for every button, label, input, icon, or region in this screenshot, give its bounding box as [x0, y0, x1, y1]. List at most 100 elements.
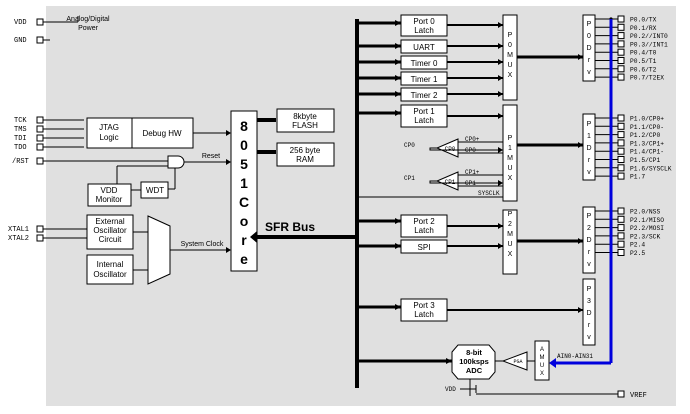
- pga-label: PGA: [513, 359, 522, 365]
- pin-vdd: VDD: [14, 19, 27, 27]
- pin-pad: [617, 15, 625, 23]
- core-8051-block: [230, 110, 258, 272]
- comparators: CP0 CP1 CP0+ CP0- CP1+ CP1- CP0 CP1 SYSC…: [357, 136, 503, 198]
- vdd-monitor-label-2: Monitor: [96, 195, 123, 204]
- pin-pad: [617, 65, 625, 73]
- adc-label-2: 100ksps: [459, 357, 489, 366]
- debug-hw-label: Debug HW: [142, 129, 182, 138]
- int-osc-label-2: Oscillator: [93, 270, 127, 279]
- cp1-comparator: [435, 171, 459, 191]
- port0-label-2: Latch: [414, 26, 434, 35]
- timer1-label: Timer 1: [411, 75, 438, 84]
- pin-pad: [617, 40, 625, 48]
- ram-label-2: RAM: [296, 155, 314, 164]
- pin-pad: [617, 249, 625, 256]
- pin-pad: [617, 73, 625, 81]
- vertical-label-char: P: [587, 21, 592, 28]
- vertical-label-char: X: [508, 251, 513, 258]
- vertical-label-char: 0: [587, 33, 591, 40]
- vertical-label-char: 3: [587, 298, 591, 305]
- pin-pad: [617, 139, 625, 147]
- vref-label: VREF: [630, 392, 647, 400]
- port2-label-2: Latch: [414, 226, 434, 235]
- vertical-label-char: X: [508, 175, 513, 182]
- pin-pad: [617, 114, 625, 122]
- vertical-label-char: M: [540, 355, 545, 361]
- pin-pad: [617, 224, 625, 232]
- ext-osc-label-1: External: [95, 217, 125, 226]
- vertical-label-char: 0: [508, 42, 512, 49]
- jtag-label-1: JTAG: [99, 123, 119, 132]
- ext-osc-label-2: Oscillator: [93, 226, 127, 235]
- pin-pad: [617, 57, 625, 64]
- sysclk-signal-label: SYSCLK: [478, 190, 500, 197]
- pin-pad: [617, 122, 625, 130]
- flash-block: [276, 108, 335, 133]
- port2-label-1: Port 2: [413, 217, 435, 226]
- pin-tck: TCK: [14, 117, 27, 125]
- chip-background: [46, 6, 676, 406]
- pin-xtal1: XTAL1: [8, 226, 29, 234]
- uart-label: UART: [413, 43, 435, 52]
- p1-mux-block: [502, 104, 518, 202]
- left-pins: VDD GND TCK TMS TDI TDO /RST XTAL1 XTAL2: [8, 16, 168, 243]
- vertical-label-char: U: [540, 363, 544, 369]
- port-pin-label: P2.4: [630, 242, 645, 249]
- ain-label: AIN0-AIN31: [557, 353, 593, 360]
- pin-pad: [617, 164, 625, 172]
- vertical-label-char: D: [586, 45, 591, 52]
- pin-tdo: TDO: [14, 144, 27, 152]
- cp0-comparator: [435, 138, 459, 158]
- port-pin-label: P0.2//INT0: [630, 33, 668, 40]
- core-letter: 8: [240, 118, 248, 134]
- jtag-label-2: Logic: [99, 133, 118, 142]
- vertical-label-char: 1: [587, 133, 591, 140]
- reset-label: Reset: [202, 153, 220, 160]
- ext-osc-label-3: Circuit: [99, 235, 122, 244]
- port3-label-2: Latch: [414, 310, 434, 319]
- pin-pad: [617, 215, 625, 223]
- vertical-label-char: M: [507, 155, 513, 162]
- vertical-label-char: D: [586, 310, 591, 317]
- vertical-label-char: P: [587, 286, 592, 293]
- ram-block: [276, 142, 335, 167]
- vertical-label-char: r: [588, 322, 591, 329]
- port-pin-label: P1.3/CP1+: [630, 140, 664, 147]
- pad-gnd: [36, 36, 44, 44]
- port-pin-label: P1.1/CP0-: [630, 124, 664, 131]
- power-label-line2: Power: [78, 25, 99, 32]
- pin-pad: [617, 48, 625, 56]
- port-pin-label: P1.6/SYSCLK: [630, 165, 672, 172]
- pin-xtal2: XTAL2: [8, 235, 29, 243]
- flash-label-1: 8kbyte: [293, 112, 317, 121]
- vertical-label-char: P: [508, 135, 513, 142]
- external-oscillator-block: [86, 214, 134, 250]
- flash-label-2: FLASH: [292, 121, 318, 130]
- cp1-output-label: CP1: [404, 175, 415, 182]
- vertical-label-char: P: [508, 211, 513, 218]
- core-letter: C: [239, 194, 249, 210]
- core-letter: o: [240, 213, 249, 229]
- spi-label: SPI: [418, 243, 431, 252]
- timer2-label: Timer 2: [411, 91, 438, 100]
- power-label-line1: Analog/Digital: [66, 16, 110, 23]
- vertical-label-char: 1: [508, 145, 512, 152]
- port-pin-label: P1.2/CP0: [630, 132, 660, 139]
- adc-label-1: 8-bit: [466, 348, 482, 357]
- core-letter: r: [241, 232, 247, 248]
- vdd-monitor-label-1: VDD: [101, 186, 118, 195]
- core-letter: 0: [240, 137, 248, 153]
- pad-vref: [617, 390, 625, 398]
- pad-vdd: [36, 18, 44, 26]
- pin-pad: [617, 156, 625, 163]
- adc-block: [451, 344, 496, 380]
- port-pin-label: P2.1/MISO: [630, 217, 664, 224]
- pin-pad: [617, 147, 625, 155]
